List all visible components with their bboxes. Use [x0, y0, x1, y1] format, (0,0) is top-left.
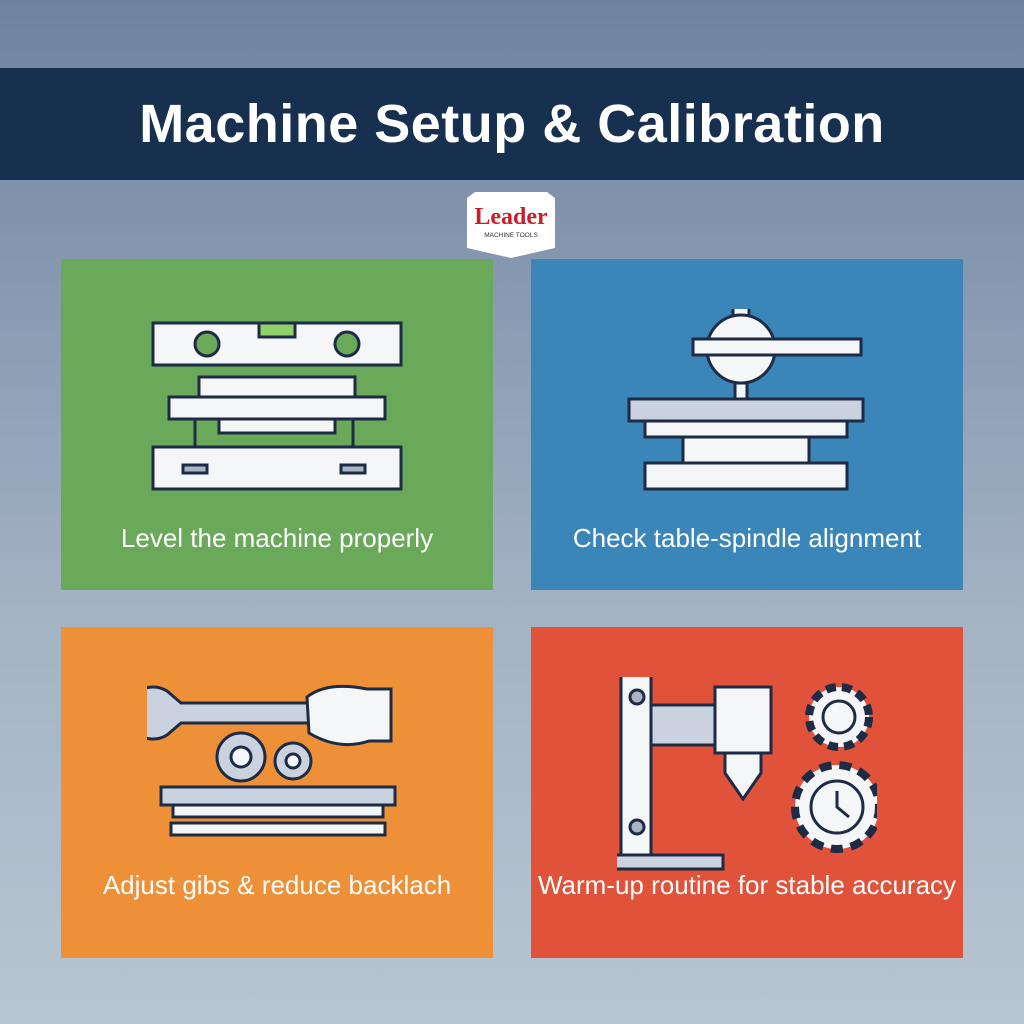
- card-level-machine: Level the machine properly: [61, 259, 493, 590]
- dial-indicator-icon: [627, 309, 865, 491]
- card-label: Warm-up routine for stable accuracy: [537, 870, 957, 900]
- card-alignment: Check table-spindle alignment: [531, 259, 963, 590]
- card-label: Level the machine properly: [120, 523, 434, 553]
- spirit-level-icon: [151, 321, 403, 491]
- card-label: Check table-spindle alignment: [572, 523, 922, 553]
- svg-text:Leader: Leader: [474, 204, 548, 230]
- card-label: Adjust gibs & reduce backlach: [102, 870, 452, 900]
- card-gibs-backlash: Adjust gibs & reduce backlach: [61, 627, 493, 958]
- svg-text:MACHINE TOOLS: MACHINE TOOLS: [484, 232, 538, 239]
- page-title: Machine Setup & Calibration: [139, 94, 885, 154]
- wrench-gears-icon: [147, 684, 397, 837]
- title-banner: Machine Setup & Calibration: [0, 68, 1024, 180]
- spindle-clock-gear-icon: [617, 677, 877, 871]
- leader-logo: Leader MACHINE TOOLS: [467, 192, 555, 258]
- card-warm-up: Warm-up routine for stable accuracy: [531, 627, 963, 958]
